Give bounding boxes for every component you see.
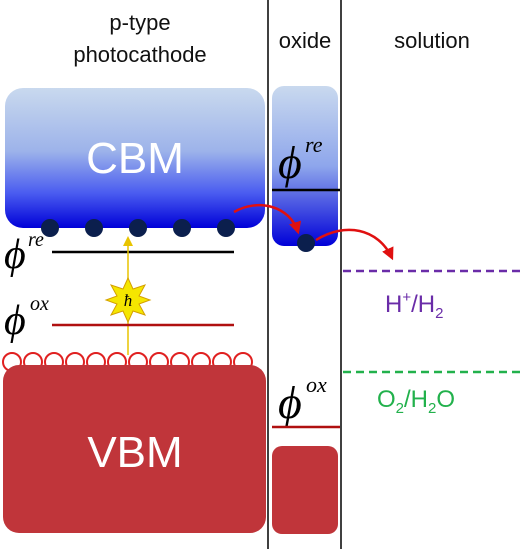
electron <box>217 219 235 237</box>
electron <box>129 219 147 237</box>
h-redox-label: H+/H2 <box>385 289 443 322</box>
phi-re-sup: re <box>28 229 44 251</box>
electron <box>173 219 191 237</box>
oxide-phi-re-symbol: ϕ <box>278 137 302 188</box>
solution-header: solution <box>394 28 470 53</box>
oxide-phi-ox-symbol: ϕ <box>278 377 302 428</box>
transfer-arrow-to-oxide <box>233 203 302 235</box>
o-redox-label: O2/H2O <box>377 386 455 417</box>
photocathode-header-line1: p-type <box>109 10 170 35</box>
phi-ox-sup: ox <box>30 293 49 315</box>
photon-star <box>104 276 152 324</box>
oxide-header: oxide <box>279 28 332 53</box>
phi-re-symbol: ϕ <box>4 232 26 278</box>
vbm-band <box>3 365 266 533</box>
vbm-label: VBM <box>87 428 182 477</box>
oxide-phi-ox-sup: ox <box>306 372 327 397</box>
cbm-label: CBM <box>86 134 184 183</box>
electron <box>85 219 103 237</box>
transfer-arrow-to-solution <box>315 228 394 261</box>
electron <box>41 219 59 237</box>
phi-ox-symbol: ϕ <box>4 298 26 344</box>
photon-symbol: ħ <box>124 291 133 310</box>
oxide-vb-band <box>272 446 338 534</box>
electron <box>297 234 315 252</box>
oxide-cb-band <box>272 86 338 246</box>
excitation-arrowhead <box>123 236 133 246</box>
photocathode-header-line2: photocathode <box>73 42 206 67</box>
oxide-phi-re-sup: re <box>305 132 323 157</box>
cbm-band <box>5 88 265 228</box>
